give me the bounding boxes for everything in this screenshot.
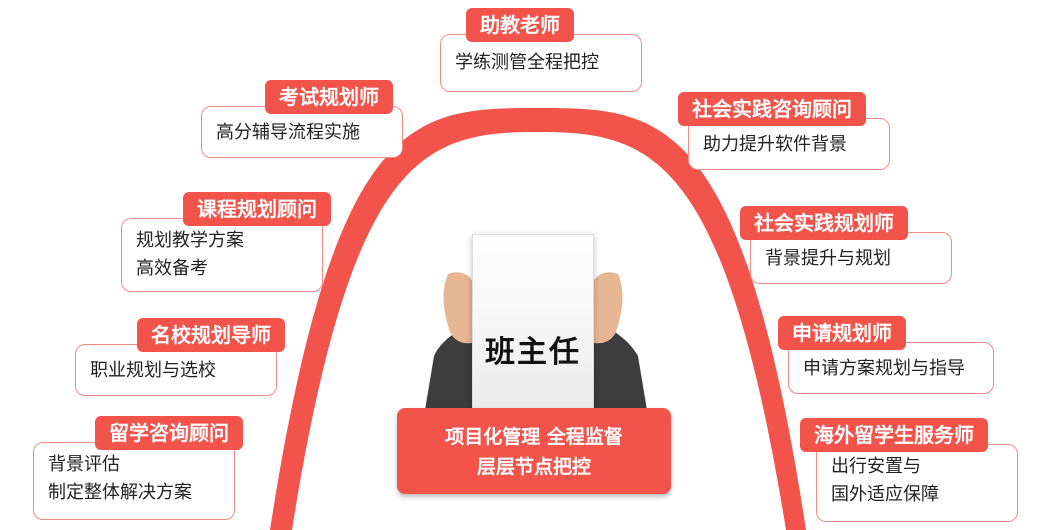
role-title-tag: 留学咨询顾问 bbox=[95, 416, 243, 450]
center-banner-line-1: 项目化管理 全程监督 bbox=[445, 426, 623, 448]
role-description-line: 职业规划与选校 bbox=[90, 360, 216, 381]
role-description-box: 背景评估 制定整体解决方案 bbox=[33, 442, 235, 520]
role-title-tag: 考试规划师 bbox=[265, 80, 393, 114]
role-description-box: 高分辅导流程实施 bbox=[201, 106, 403, 158]
role-description-line: 学练测管全程把控 bbox=[455, 52, 599, 73]
role-title-tag: 名校规划导师 bbox=[137, 318, 285, 352]
role-description-line: 高分辅导流程实施 bbox=[216, 122, 360, 143]
role-description-box: 学练测管全程把控 bbox=[440, 34, 642, 92]
center-banner: 项目化管理 全程监督 层层节点把控 bbox=[397, 408, 671, 494]
role-description-box: 背景提升与规划 bbox=[750, 232, 952, 284]
role-description-line: 高效备考 bbox=[136, 258, 208, 279]
role-description-box: 出行安置与 国外适应保障 bbox=[816, 444, 1018, 522]
role-description-line: 助力提升软件背景 bbox=[703, 134, 847, 155]
role-description-line: 出行安置与 bbox=[831, 456, 921, 477]
role-title-tag: 社会实践咨询顾问 bbox=[678, 92, 866, 126]
role-description-box: 规划教学方案 高效备考 bbox=[121, 218, 323, 292]
role-title-tag: 助教老师 bbox=[466, 8, 574, 42]
role-description-line: 背景评估 bbox=[48, 454, 120, 475]
role-title-tag: 社会实践规划师 bbox=[740, 206, 908, 240]
role-description-line: 申请方案规划与指导 bbox=[803, 358, 965, 379]
role-description-line: 背景提升与规划 bbox=[765, 248, 891, 269]
role-description-box: 职业规划与选校 bbox=[75, 344, 277, 396]
paper-sign: 班主任 bbox=[472, 234, 594, 414]
center-banner-line-2: 层层节点把控 bbox=[476, 456, 591, 478]
role-title-tag: 课程规划顾问 bbox=[183, 192, 331, 226]
role-description-box: 助力提升软件背景 bbox=[688, 118, 890, 170]
role-description-line: 规划教学方案 bbox=[136, 230, 244, 251]
role-description-line: 制定整体解决方案 bbox=[48, 482, 192, 503]
role-description-box: 申请方案规划与指导 bbox=[788, 342, 994, 394]
center-title: 班主任 bbox=[485, 335, 581, 370]
role-title-tag: 海外留学生服务师 bbox=[800, 418, 988, 452]
role-description-line: 国外适应保障 bbox=[831, 484, 939, 505]
role-title-tag: 申请规划师 bbox=[778, 316, 906, 350]
